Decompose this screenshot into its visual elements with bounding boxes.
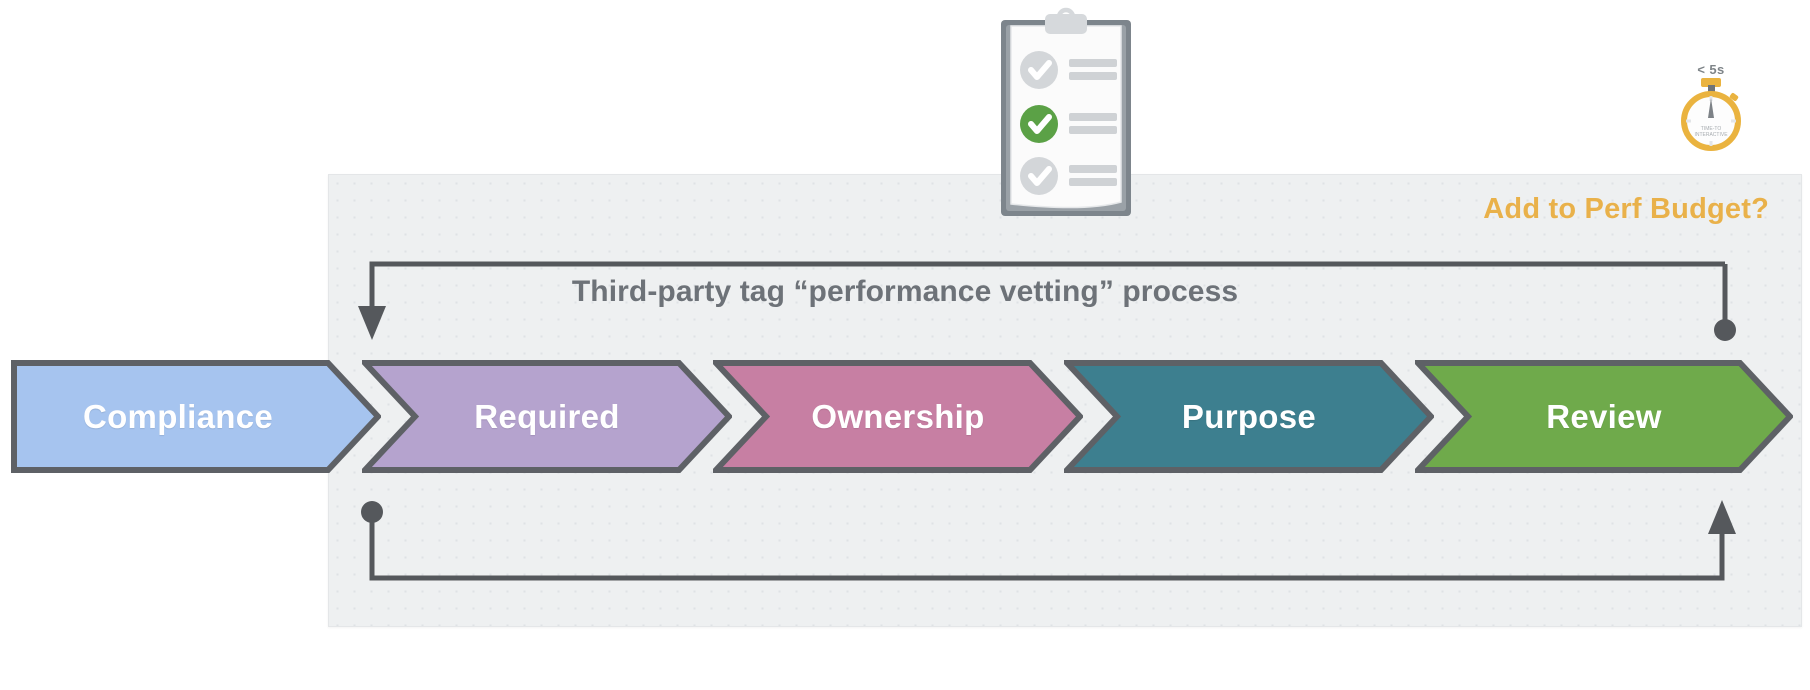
step-shape — [713, 360, 1083, 473]
bottom-connector-arrowhead-icon — [1708, 500, 1736, 534]
step-label: Required — [474, 397, 620, 435]
top-connector — [369, 261, 1725, 318]
step-label: Ownership — [811, 397, 985, 435]
step-label: Compliance — [82, 397, 274, 435]
stopwatch-icon: < 5s TIME-TO INTERACTIVE — [1673, 62, 1749, 154]
clipboard-checklist-icon — [993, 6, 1139, 222]
step-ownership[interactable]: Ownership — [713, 360, 1083, 473]
step-required[interactable]: Required — [362, 360, 732, 473]
step-label: Purpose — [1181, 397, 1317, 435]
step-shape — [1415, 360, 1793, 473]
stopwatch-caption: < 5s — [1697, 62, 1725, 77]
step-shape — [1064, 360, 1434, 473]
check-circle-unchecked-icon — [1020, 157, 1058, 195]
page-title: Third-party tag “performance vetting” pr… — [571, 275, 1239, 308]
step-review[interactable]: Review — [1415, 360, 1793, 473]
perf-budget-label: Add to Perf Budget? — [1483, 193, 1769, 225]
step-shape — [362, 360, 732, 473]
bottom-connector — [369, 512, 1725, 581]
check-circle-unchecked-icon — [1020, 51, 1058, 89]
step-shape — [11, 360, 381, 473]
stopwatch-dial-line2: INTERACTIVE — [1694, 132, 1728, 138]
process-steps: Compliance Required Ownership Purpose — [0, 360, 1810, 473]
check-circle-checked-icon — [1020, 105, 1058, 143]
top-connector-arrowhead-icon — [358, 306, 386, 340]
step-label: Review — [1546, 397, 1662, 435]
step-compliance[interactable]: Compliance — [11, 360, 381, 473]
stopwatch-dial-line1: TIME-TO — [1701, 126, 1722, 132]
step-purpose[interactable]: Purpose — [1064, 360, 1434, 473]
